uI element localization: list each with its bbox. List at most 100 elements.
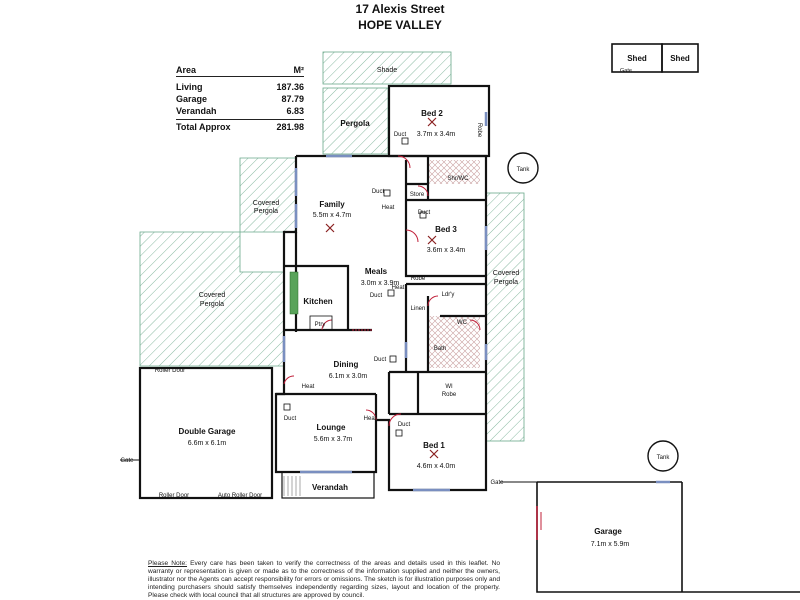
label-duct-bed3: Duct [418, 210, 431, 216]
label-double-garage-dim: 6.6m x 6.1m [188, 440, 227, 447]
label-duct-dining: Duct [374, 357, 387, 363]
label-bed1: Bed 1 [423, 441, 445, 450]
area-label: Living [176, 82, 203, 92]
pantry-box [309, 315, 333, 331]
label-shr-wc: Shr/WC [448, 176, 470, 182]
light-marks [325, 117, 439, 459]
tank-icon-1 [507, 152, 539, 184]
label-shed-2: Shed [670, 54, 690, 63]
label-duct-bed1: Duct [398, 422, 411, 428]
label-tank-1: Tank [517, 167, 531, 173]
label-shade: Shade [377, 67, 397, 74]
area-row-garage: Garage 87.79 [176, 93, 304, 105]
label-auto-roller-door: Auto Roller Door [218, 493, 262, 499]
detached-garage-walls [536, 482, 800, 593]
label-heat-lounge: Heat [364, 416, 377, 422]
label-roller-door-bottom: Roller Door [159, 493, 189, 499]
label-robe-bed2: Robe [476, 123, 482, 138]
disclaimer: Please Note: Every care has been taken t… [148, 560, 500, 600]
covered-pergola-right [485, 192, 525, 442]
area-table-header: Area M² [176, 64, 304, 77]
label-roller-door-top: Roller Door [155, 368, 185, 374]
area-label: Garage [176, 94, 208, 104]
label-family: Family [319, 200, 345, 209]
label-kitchen: Kitchen [303, 297, 332, 306]
tank-icon-2 [647, 440, 679, 472]
label-covered-pergola-left-2: Pergola [200, 301, 224, 308]
label-heat-dining: Heat [302, 384, 315, 390]
label-lounge: Lounge [317, 423, 346, 432]
label-meals: Meals [365, 267, 388, 276]
label-wi-robe-2: Robe [442, 392, 457, 398]
shr-wc-tiles [428, 160, 480, 184]
address-line: 17 Alexis Street [355, 2, 445, 16]
label-gate-bed1: Gate [490, 480, 504, 486]
label-ptry: Ptry [315, 322, 326, 328]
label-wi-robe-1: WI [445, 384, 453, 390]
label-lounge-dim: 5.6m x 3.7m [314, 436, 353, 443]
label-robe-bed3: Robe [411, 276, 426, 282]
bath-tiles [428, 316, 480, 368]
label-ldry: Ldr'y [442, 292, 455, 298]
label-shed-1: Shed [627, 54, 647, 63]
label-pergola: Pergola [340, 119, 370, 128]
windows [282, 112, 670, 492]
label-covered-pergola-right-2: Pergola [494, 279, 518, 286]
area-label: Verandah [176, 106, 217, 116]
shade-area [322, 51, 452, 85]
area-table: Area M² Living 187.36 Garage 87.79 Veran… [176, 64, 304, 133]
label-bed2-dim: 3.7m x 3.4m [417, 131, 456, 138]
label-bed1-dim: 4.6m x 4.0m [417, 463, 456, 470]
label-bed3-dim: 3.6m x 3.4m [427, 247, 466, 254]
label-double-garage: Double Garage [179, 427, 236, 436]
label-covered-pergola-top-1: Covered [253, 200, 280, 207]
label-verandah: Verandah [312, 483, 348, 492]
label-duct-bed2: Duct [394, 132, 407, 138]
area-head-unit: M² [293, 65, 305, 75]
area-value: 187.36 [276, 82, 304, 92]
area-value: 87.79 [281, 94, 304, 104]
label-gate-left: Gate [120, 458, 134, 464]
shed-right [661, 43, 699, 73]
label-heat-meals: Heat [392, 285, 405, 291]
duct-icons [283, 137, 427, 437]
area-head-label: Area [176, 65, 197, 75]
label-bed3: Bed 3 [435, 225, 457, 234]
area-row-total: Total Approx 281.98 [176, 119, 304, 133]
label-store: Store [410, 192, 425, 198]
covered-pergola-left [139, 157, 297, 367]
hatched-areas [139, 51, 525, 442]
label-linen: Linen [411, 306, 426, 312]
pergola-area [322, 87, 389, 155]
walls [138, 84, 491, 500]
kitchen-sink-icon [289, 271, 299, 315]
label-duct-lounge: Duct [284, 416, 297, 422]
area-value: 6.83 [286, 106, 304, 116]
label-bath: Bath [434, 346, 446, 352]
label-covered-pergola-right-1: Covered [493, 270, 520, 277]
label-bed2: Bed 2 [421, 109, 443, 118]
label-dining-dim: 6.1m x 3.0m [329, 373, 368, 380]
doors [283, 155, 542, 540]
label-garage: Garage [594, 527, 622, 536]
area-total-label: Total Approx [176, 122, 231, 132]
verandah-steps [283, 476, 301, 496]
label-tank-2: Tank [657, 455, 671, 461]
suburb-line: HOPE VALLEY [358, 18, 442, 32]
label-dining: Dining [334, 360, 359, 369]
area-row-living: Living 187.36 [176, 81, 304, 93]
label-duct-meals: Duct [370, 293, 383, 299]
disclaimer-text: Every care has been taken to verify the … [148, 560, 500, 599]
label-duct-family: Duct [372, 189, 385, 195]
label-covered-pergola-left-1: Covered [199, 292, 226, 299]
label-garage-dim: 7.1m x 5.9m [591, 541, 630, 548]
label-wc: WC [457, 320, 468, 326]
label-family-dim: 5.5m x 4.7m [313, 212, 352, 219]
disclaimer-lead: Please Note: [148, 560, 188, 567]
label-meals-dim: 3.0m x 3.9m [361, 280, 400, 287]
area-row-verandah: Verandah 6.83 [176, 105, 304, 117]
area-total-value: 281.98 [276, 122, 304, 132]
label-heat-family: Heat [382, 205, 395, 211]
label-covered-pergola-top-2: Pergola [254, 208, 278, 215]
